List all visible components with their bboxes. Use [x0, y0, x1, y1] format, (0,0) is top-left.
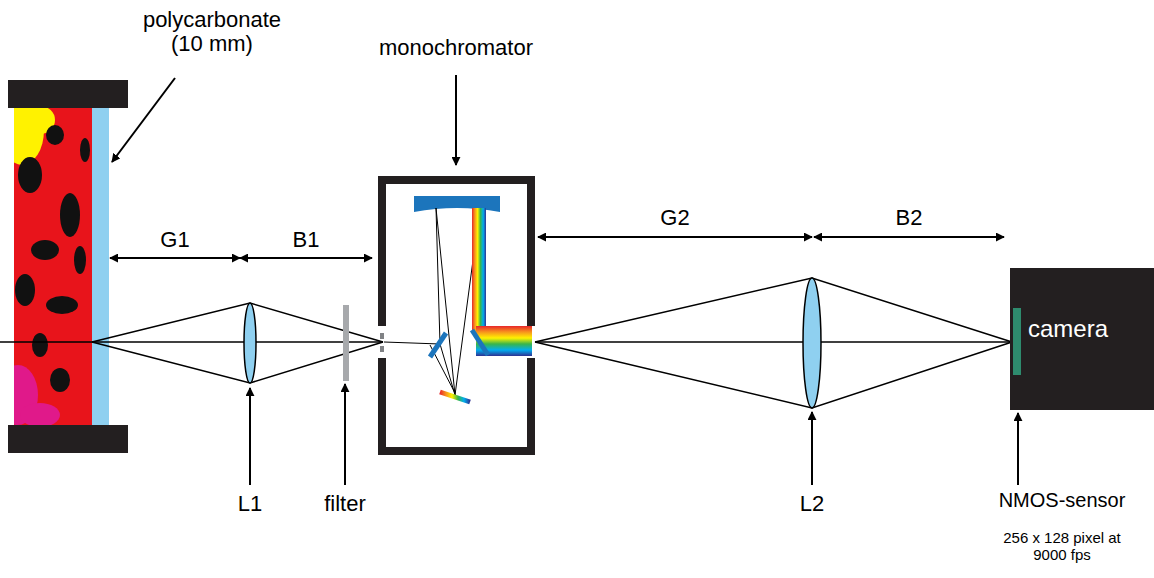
camera-body: [1010, 268, 1154, 410]
dimension-label: G2: [645, 206, 705, 230]
part-label: monochromator: [346, 36, 566, 60]
rays: [0, 278, 1012, 408]
sensor-spec: 256 x 128 pixel at 9000 fps: [996, 530, 1128, 563]
part-label: L2: [782, 492, 842, 516]
sensor-chip: [1013, 308, 1021, 375]
filter-plate: [343, 305, 349, 381]
flame-image: [14, 108, 92, 425]
dimension-arrow: [110, 237, 1004, 258]
clamp-bar: [8, 80, 128, 108]
clamp-bar: [8, 425, 128, 453]
dimension-label: B1: [276, 228, 336, 252]
part-label: filter: [300, 492, 390, 516]
lens: [803, 278, 821, 408]
node-text: camera: [1028, 315, 1154, 343]
polycarbonate-window: [92, 108, 109, 425]
part-label: polycarbonate (10 mm): [130, 8, 295, 56]
dimension-label: B2: [879, 206, 939, 230]
monochromator-optics: [384, 196, 532, 402]
part-label: L1: [220, 492, 280, 516]
lens: [244, 303, 256, 383]
part-label: NMOS-sensor: [977, 489, 1147, 511]
pointer-arrow: [455, 75, 457, 165]
pointer-arrow: [112, 78, 175, 162]
camera-box: camera: [1010, 268, 1154, 410]
pointer-arrow: [250, 384, 1018, 485]
monochromator-housing: [382, 180, 531, 451]
dimension-label: G1: [145, 228, 205, 252]
